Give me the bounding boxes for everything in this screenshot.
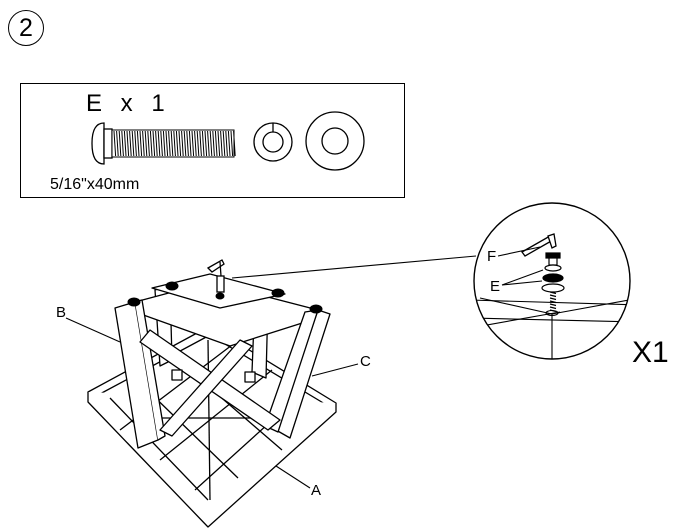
bolt-icon xyxy=(91,122,236,165)
part-quantity-label: E x 1 xyxy=(86,90,171,117)
detail-circle xyxy=(473,202,631,360)
bolt-size-label: 5/16"x40mm xyxy=(50,176,140,193)
detail-multiplier: X1 xyxy=(632,336,669,369)
label-e: E xyxy=(490,278,501,295)
parts-box xyxy=(20,83,405,198)
step-number-badge: 2 xyxy=(8,10,44,46)
label-f: F xyxy=(487,248,497,265)
leader-lines xyxy=(65,255,477,489)
leg-frame-b xyxy=(114,273,331,449)
flat-washer-icon xyxy=(305,111,365,171)
label-b: B xyxy=(56,304,67,321)
label-a: A xyxy=(311,482,322,499)
detail-bolt-icon xyxy=(541,252,565,313)
lock-washer-icon xyxy=(253,122,293,162)
bolt-caps xyxy=(127,281,323,314)
label-c: C xyxy=(360,353,371,370)
allen-key-icon xyxy=(206,259,225,293)
detail-allen-key-icon xyxy=(521,233,557,257)
